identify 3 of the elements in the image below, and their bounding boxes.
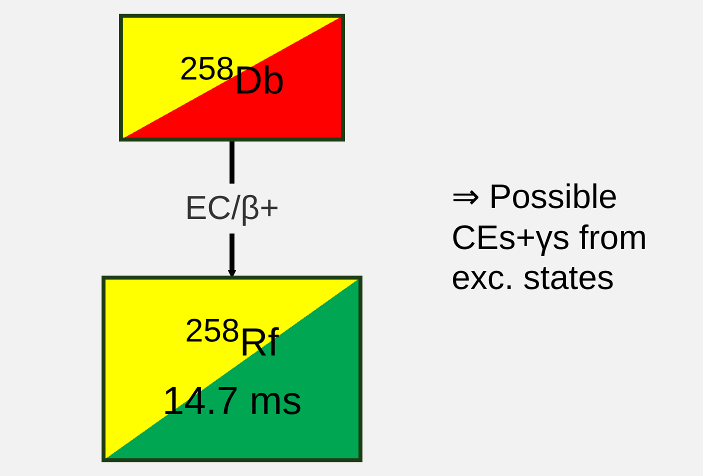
note-text: ⇒ Possible CEs+γs from exc. states xyxy=(452,176,648,300)
nuclide-box: $^{258}$Db xyxy=(118,14,344,142)
edge-label: EC/β+ xyxy=(184,190,279,227)
